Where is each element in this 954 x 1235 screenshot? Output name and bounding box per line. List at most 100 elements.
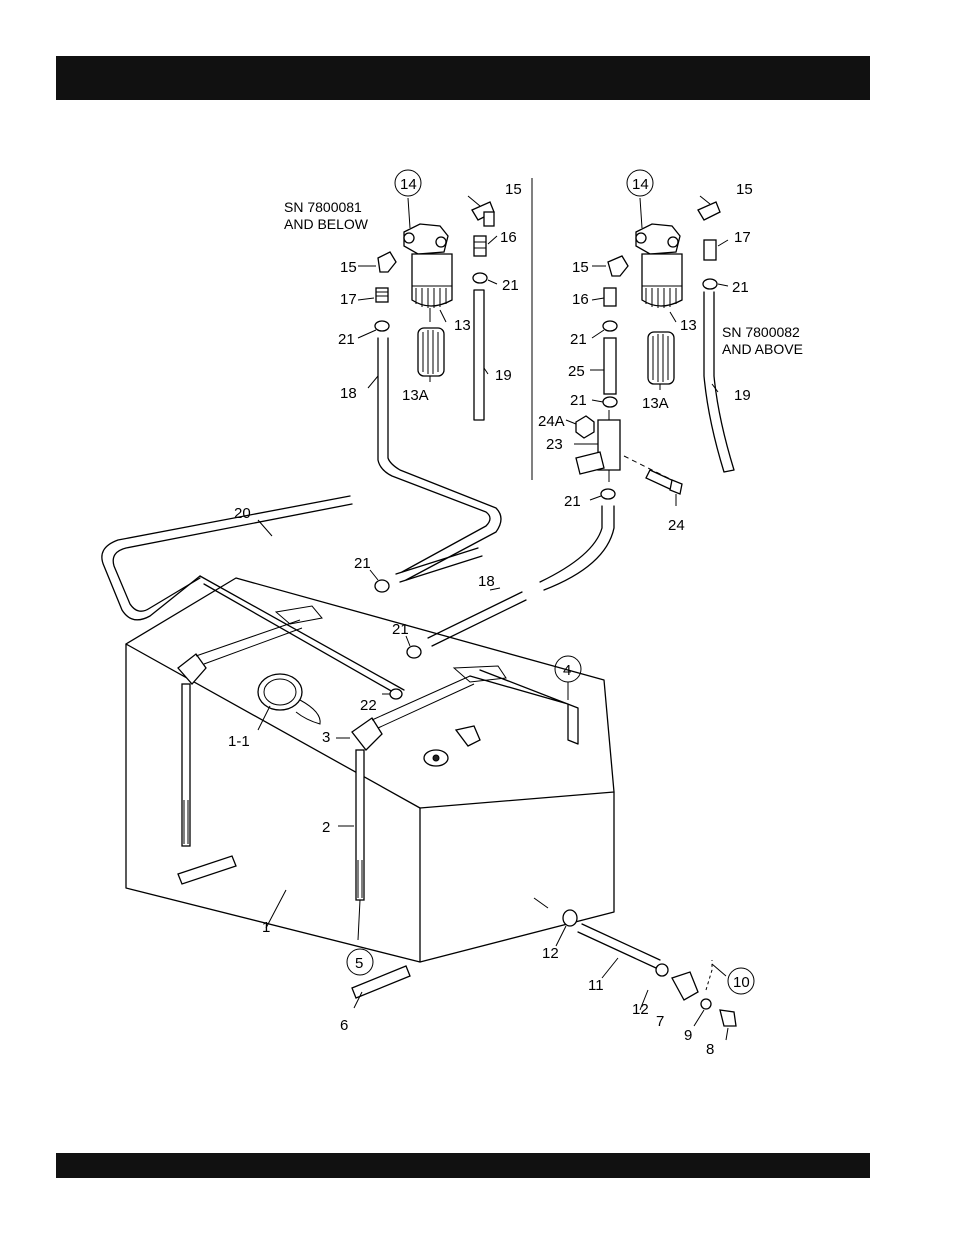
part-label: 21 — [732, 279, 749, 296]
part-label: 1-1 — [228, 733, 250, 750]
hose-clamp — [407, 646, 421, 658]
left-filter-assembly — [358, 196, 501, 580]
part-label: 13 — [680, 317, 697, 334]
strap-bracket — [352, 718, 382, 750]
part-label: 15 — [572, 259, 589, 276]
part-label: 21 — [354, 555, 371, 572]
part-label: 23 — [546, 436, 563, 453]
part-label: 14 — [400, 176, 417, 193]
part-label: 16 — [500, 229, 517, 246]
hose-fitting — [376, 288, 388, 302]
part-label: 4 — [563, 662, 571, 679]
part-label: 18 — [478, 573, 495, 590]
hose-clamp — [375, 580, 389, 592]
serial-note-right: SN 7800082 — [722, 324, 800, 340]
vent-hose-run-edge — [204, 584, 400, 696]
nut — [576, 416, 594, 438]
elbow-fitting — [698, 202, 720, 220]
filter-port — [404, 233, 414, 243]
hose-clamp — [601, 489, 615, 499]
strap-hook — [276, 606, 322, 624]
tee-outlet — [576, 452, 604, 474]
part-label: 13 — [454, 317, 471, 334]
part-label: 2 — [322, 819, 330, 836]
drain-tube — [578, 924, 660, 968]
strap-bracket — [178, 654, 206, 684]
part-label: 1 — [262, 919, 270, 936]
filter-port — [436, 237, 446, 247]
hold-down-strap — [356, 750, 364, 900]
serial-note-left: SN 7800081 — [284, 199, 362, 215]
part-label: 3 — [322, 729, 330, 746]
part-label: 18 — [340, 385, 357, 402]
elbow-fitting — [608, 256, 628, 276]
part-label: 17 — [734, 229, 751, 246]
tank-side — [420, 792, 614, 962]
hose-clamp — [703, 279, 717, 289]
hose-clamp — [603, 321, 617, 331]
hose-section — [396, 548, 482, 582]
part-label: 7 — [656, 1013, 664, 1030]
grommet — [656, 964, 668, 976]
hose-clamp — [603, 397, 617, 407]
part-label: 21 — [338, 331, 355, 348]
filter-element — [418, 328, 444, 376]
part-label: 5 — [355, 955, 363, 972]
part-label: 21 — [570, 392, 587, 409]
filter-port — [668, 237, 678, 247]
filter-element — [648, 332, 674, 384]
hose-fitting — [474, 236, 486, 256]
hose-clamp — [473, 273, 487, 283]
elbow-fitting — [378, 252, 396, 272]
drain-plug — [720, 1010, 736, 1026]
hose-fitting — [604, 288, 616, 306]
part-label: 21 — [564, 493, 581, 510]
hose-section — [428, 592, 526, 646]
banjo-bolt-head — [670, 480, 682, 494]
fuel-tank-assembly — [102, 496, 736, 1040]
part-label: 21 — [392, 621, 409, 638]
hose-fitting — [704, 240, 716, 260]
part-label: 17 — [340, 291, 357, 308]
serial-note-left: AND BELOW — [284, 216, 369, 232]
part-label: 12 — [542, 945, 559, 962]
vent-hose-edge — [113, 504, 352, 611]
tank-support-bracket — [470, 670, 578, 744]
part-label: 19 — [734, 387, 751, 404]
return-hose — [474, 290, 484, 420]
part-label: 24 — [668, 517, 685, 534]
rubber-pad — [178, 856, 236, 884]
part-label: 20 — [234, 505, 251, 522]
part-label: 12 — [632, 1001, 649, 1018]
part-label: 21 — [570, 331, 587, 348]
part-label: 6 — [340, 1017, 348, 1034]
part-label: 15 — [505, 181, 522, 198]
part-label: 15 — [340, 259, 357, 276]
part-label: 8 — [706, 1041, 714, 1058]
hose-clamp — [375, 321, 389, 331]
part-label: 14 — [632, 176, 649, 193]
part-label: 19 — [495, 367, 512, 384]
part-label: 15 — [736, 181, 753, 198]
part-label: 25 — [568, 363, 585, 380]
part-label: 10 — [733, 974, 750, 991]
part-label: 16 — [572, 291, 589, 308]
hold-down-strap — [182, 684, 190, 846]
fuel-hose — [540, 506, 614, 590]
part-label: 22 — [360, 697, 377, 714]
part-label: 11 — [588, 977, 604, 994]
serial-note-right: AND ABOVE — [722, 341, 803, 357]
return-hose — [704, 292, 734, 472]
washer — [701, 999, 711, 1009]
vent-hose — [102, 496, 350, 620]
elbow-fitting-stub — [484, 212, 494, 226]
part-label: 21 — [502, 277, 519, 294]
part-label: 24A — [538, 413, 565, 430]
filter-port — [636, 233, 646, 243]
part-label: 13A — [642, 395, 669, 412]
short-hose — [604, 338, 616, 394]
drain-valve — [672, 972, 698, 1000]
part-label: 13A — [402, 387, 429, 404]
grommet — [563, 910, 577, 926]
